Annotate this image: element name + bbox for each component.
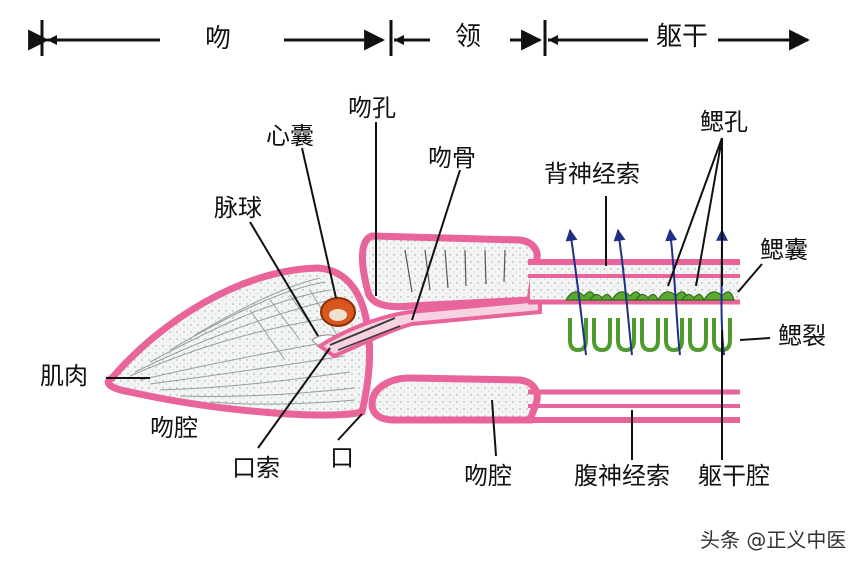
label-gill-slits: 鳃裂: [778, 322, 826, 350]
watermark: 头条 @正义中医: [700, 528, 847, 552]
label-gill-sac: 鳃囊: [760, 236, 808, 264]
region-label-collar: 领: [455, 22, 482, 52]
region-label-snout: 吻: [205, 24, 232, 54]
label-heart-sac: 心囊: [266, 122, 314, 150]
label-heart-glomerulus: 脉球: [214, 194, 262, 222]
gill-slits-shapes: [568, 318, 732, 353]
label-ventral-nerve-cord: 腹神经索: [574, 462, 670, 490]
label-proboscis-cavity-left: 吻腔: [150, 414, 198, 442]
label-rostral-pore: 吻孔: [348, 94, 396, 122]
trunk: [528, 228, 740, 423]
label-mouth: 口: [330, 444, 354, 472]
collar-ventral: [368, 374, 541, 424]
label-proboscis-skeleton: 吻骨: [428, 144, 476, 172]
label-trunk-cavity: 躯干腔: [698, 462, 770, 490]
collar: [316, 232, 542, 424]
region-bar: [28, 20, 811, 56]
collar-dorsal: [358, 232, 541, 311]
muscle-fibers: [129, 277, 356, 405]
label-gill-pores: 鳃孔: [700, 108, 748, 136]
proboscis: [104, 264, 373, 419]
leader-lines: [106, 122, 771, 460]
gill-pores-shapes: [564, 291, 735, 301]
label-muscle: 肌肉: [40, 362, 88, 390]
region-label-trunk: 躯干: [656, 22, 709, 52]
label-proboscis-cavity-right: 吻腔: [464, 462, 512, 490]
label-dorsal-nerve-cord: 背神经索: [544, 160, 640, 188]
label-stomochord: 口索: [232, 454, 280, 482]
